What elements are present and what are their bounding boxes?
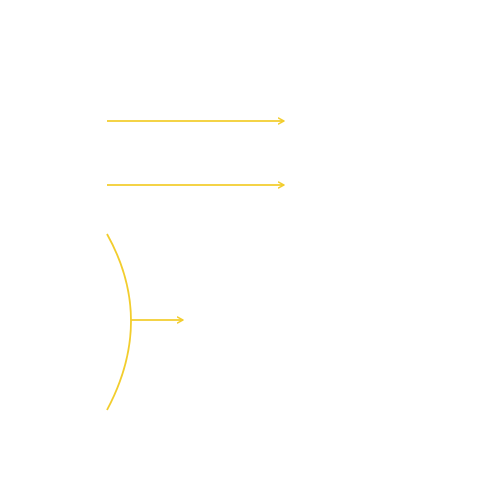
curved-mirror [106, 233, 132, 411]
